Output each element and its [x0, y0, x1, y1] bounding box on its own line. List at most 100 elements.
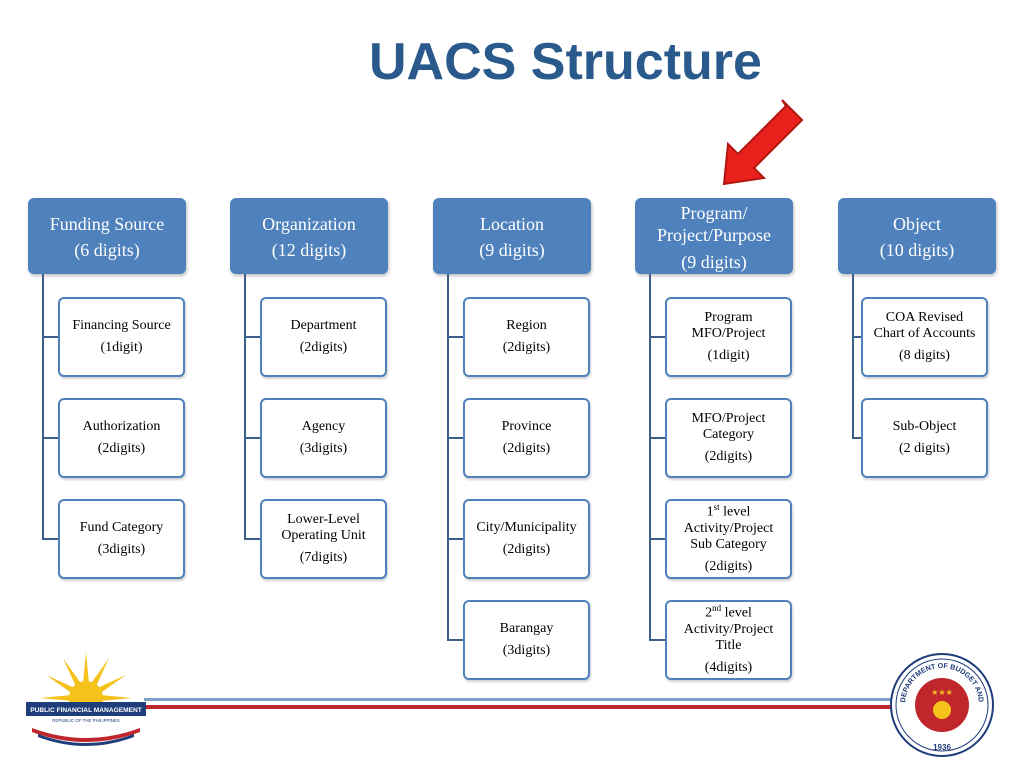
digit-count: (2digits): [704, 449, 753, 465]
category-header: Organization (12 digits): [230, 198, 388, 274]
connector-line: [42, 336, 58, 338]
connector-line: [649, 437, 665, 439]
box-label: Category: [702, 426, 755, 442]
header-line: (10 digits): [879, 240, 955, 261]
category-header: Location (9 digits): [433, 198, 591, 274]
digit-count: (7digits): [299, 550, 348, 566]
sub-code-box: Fund Category (3digits): [58, 499, 185, 579]
sub-code-box: Barangay (3digits): [463, 600, 590, 680]
digit-count: (8 digits): [899, 348, 950, 364]
category-header: Object (10 digits): [838, 198, 996, 274]
header-line: (12 digits): [271, 240, 347, 261]
box-label: Sub Category: [690, 537, 767, 553]
sub-code-box: Region (2digits): [463, 297, 590, 377]
dbm-seal: DEPARTMENT OF BUDGET AND MANAGEMENT ★★★ …: [889, 652, 994, 757]
box-label: Activity/Project: [683, 521, 774, 537]
box-label: Lower-Level: [287, 511, 360, 527]
category-header: Funding Source (6 digits): [28, 198, 186, 274]
connector-line: [244, 437, 260, 439]
header-line: (6 digits): [74, 240, 140, 261]
connector-line: [649, 639, 665, 641]
header-line: Organization: [262, 213, 356, 234]
footer-red-line: [144, 705, 904, 709]
connector-line: [447, 639, 463, 641]
box-label: City/Municipality: [476, 519, 577, 535]
box-label: Sub-Object: [892, 418, 957, 434]
sub-code-box: Financing Source (1digit): [58, 297, 185, 377]
connector-line: [42, 538, 58, 540]
box-label: COA Revised: [885, 309, 964, 325]
digit-count: (1digit): [100, 340, 143, 355]
connector-line: [649, 336, 665, 338]
digit-count: (3digits): [502, 643, 551, 658]
level-label: 1st level: [706, 502, 751, 521]
connector-line: [42, 274, 44, 540]
connector-line: [852, 274, 854, 439]
box-label: Department: [290, 317, 357, 333]
box-label: MFO/Project: [691, 410, 766, 426]
header-line: Object: [893, 213, 941, 234]
connector-line: [447, 274, 449, 641]
box-label: MFO/Project: [691, 325, 766, 341]
box-label: Agency: [301, 418, 346, 434]
box-label: Financing Source: [72, 317, 171, 333]
connector-line: [852, 437, 861, 439]
pfm-logo-text: PUBLIC FINANCIAL MANAGEMENT: [30, 707, 142, 714]
sub-code-box: Sub-Object (2 digits): [861, 398, 988, 478]
red-arrow-icon: [722, 99, 804, 186]
sub-code-box: Department (2digits): [260, 297, 387, 377]
connector-line: [649, 274, 651, 641]
connector-line: [244, 336, 260, 338]
header-line: (9 digits): [479, 240, 545, 261]
box-label: Barangay: [499, 620, 554, 636]
digit-count: (2digits): [502, 441, 551, 456]
digit-count: (2digits): [502, 542, 551, 557]
digit-count: (3digits): [299, 441, 348, 456]
digit-count: (2 digits): [899, 441, 950, 456]
box-label: Operating Unit: [281, 527, 366, 543]
header-line: Location: [480, 213, 544, 234]
box-label: Activity/Project: [683, 622, 774, 638]
pfm-logo: PUBLIC FINANCIAL MANAGEMENT REPUBLIC OF …: [26, 652, 146, 746]
header-line: Project/Purpose: [657, 225, 771, 245]
sub-code-box: Province (2digits): [463, 398, 590, 478]
category-header: Program/Project/Purpose (9 digits): [635, 198, 793, 274]
sub-code-box: Authorization (2digits): [58, 398, 185, 478]
header-line: (9 digits): [681, 251, 747, 272]
box-label: Chart of Accounts: [873, 325, 976, 341]
connector-line: [649, 538, 665, 540]
connector-line: [244, 274, 246, 540]
slide-title: UACS Structure: [369, 33, 762, 91]
digit-count: (2digits): [502, 340, 551, 355]
sub-code-box: City/Municipality (2digits): [463, 499, 590, 579]
header-line: Program/: [680, 202, 748, 223]
header-line: Funding Source: [49, 213, 165, 234]
digit-count: (2digits): [704, 559, 753, 575]
connector-line: [244, 538, 260, 540]
box-label: Authorization: [82, 418, 161, 434]
box-label: Program: [704, 309, 753, 325]
footer-blue-line: [144, 698, 904, 701]
box-label: Province: [501, 418, 552, 434]
box-label: Fund Category: [79, 519, 164, 535]
digit-count: (3digits): [97, 542, 146, 557]
level-label: 2nd level: [705, 603, 752, 622]
box-label: Title: [715, 638, 742, 654]
connector-line: [447, 336, 463, 338]
digit-count: (2digits): [299, 340, 348, 355]
connector-line: [42, 437, 58, 439]
connector-line: [852, 336, 861, 338]
svg-text:★★★: ★★★: [931, 688, 953, 697]
pfm-logo-subtext: REPUBLIC OF THE PHILIPPINES: [52, 718, 120, 723]
digit-count: (2digits): [97, 441, 146, 456]
digit-count: (4digits): [704, 660, 753, 676]
dbm-seal-year: 1936: [933, 743, 951, 752]
box-label: Region: [506, 317, 547, 333]
sub-code-box: Agency (3digits): [260, 398, 387, 478]
